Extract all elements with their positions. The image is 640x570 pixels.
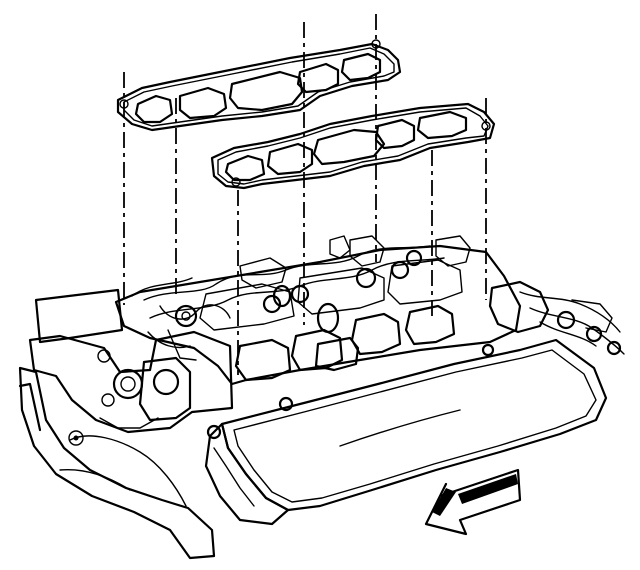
valve-cover — [204, 338, 608, 526]
direction-arrow — [424, 468, 522, 536]
upper-gasket-left-bank — [116, 39, 402, 132]
upper-gasket-right-bank — [210, 102, 496, 190]
engine-block — [18, 288, 234, 560]
intake-manifold-base — [114, 235, 625, 386]
